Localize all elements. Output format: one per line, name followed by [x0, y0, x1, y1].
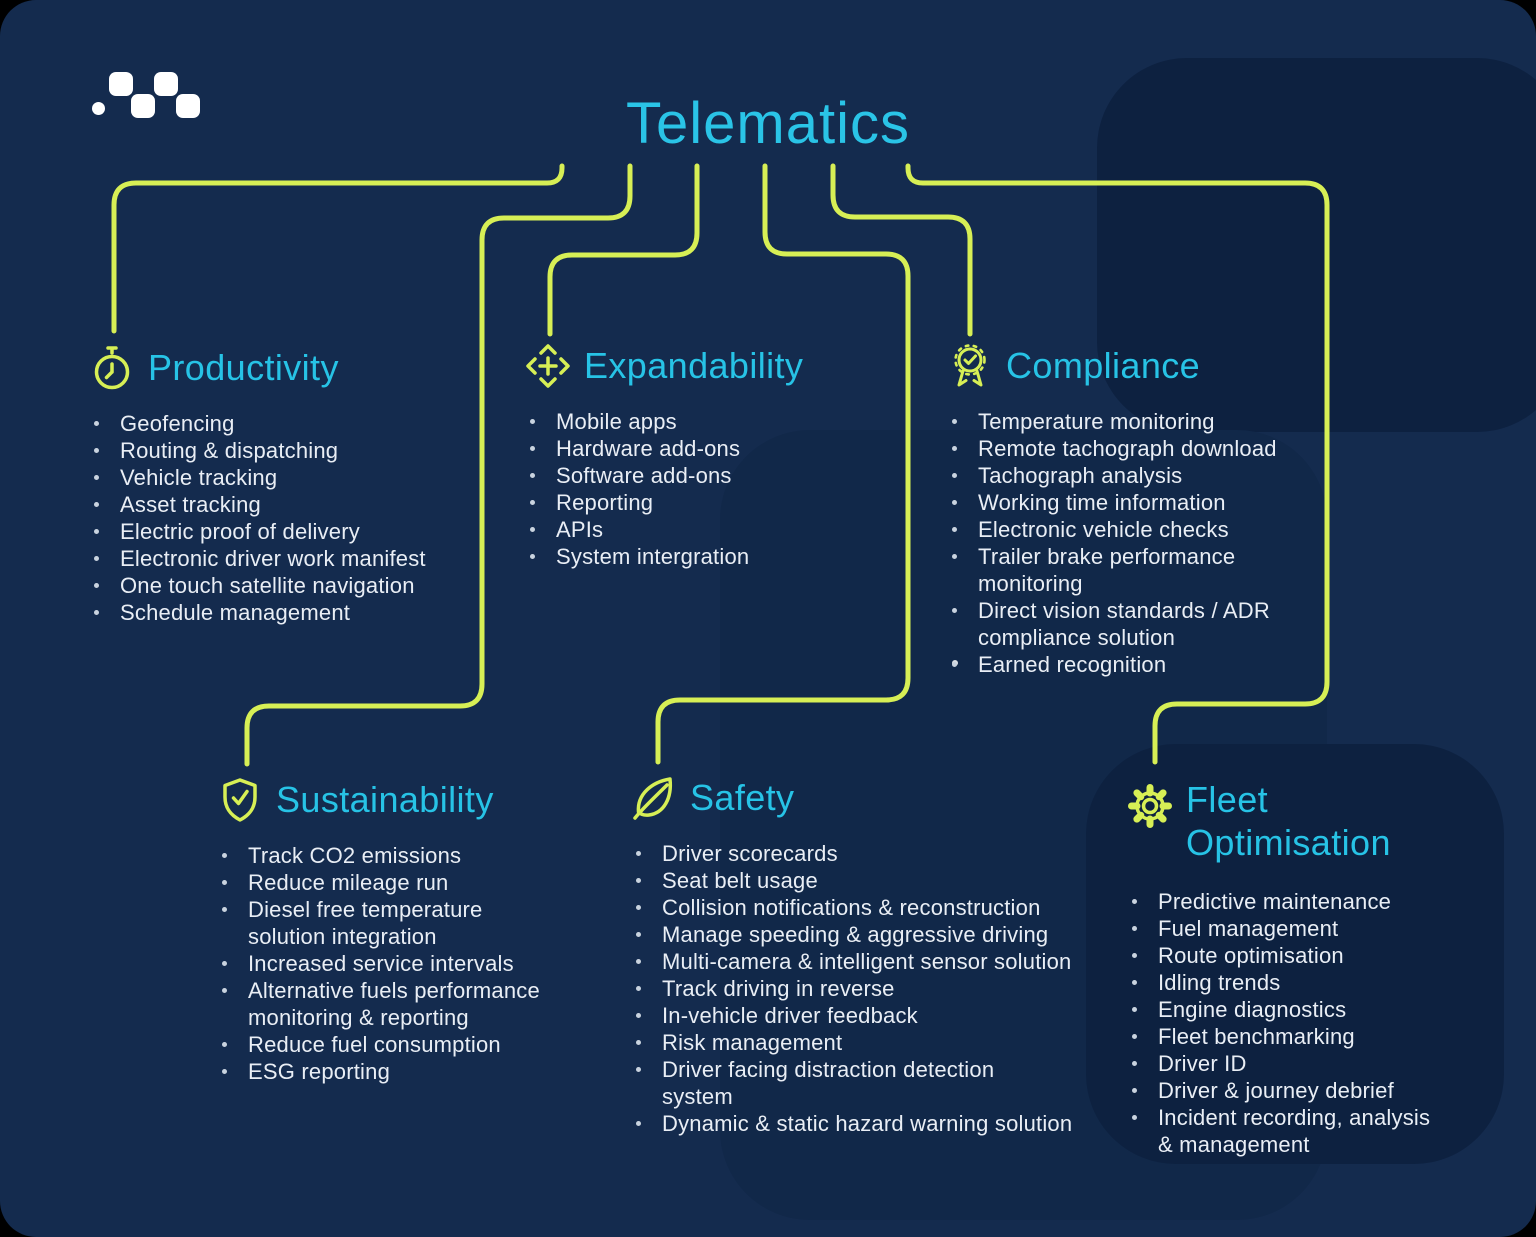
- section-compliance: Compliance Temperature monitoring Remote…: [944, 340, 1314, 678]
- list-item: Fleet benchmarking: [1124, 1023, 1474, 1050]
- connector-expandability: [547, 163, 700, 337]
- list-item: Track driving in reverse: [628, 975, 1118, 1002]
- connector-sustainability: [244, 163, 633, 767]
- list-item: Engine diagnostics: [1124, 996, 1474, 1023]
- logo-dot: [92, 102, 105, 115]
- list-item: Direct vision standards / ADR compliance…: [944, 597, 1314, 651]
- list-item: Seat belt usage: [628, 867, 1118, 894]
- list-item: Incident recording, analysis & managemen…: [1124, 1104, 1474, 1158]
- section-productivity: Productivity Geofencing Routing & dispat…: [86, 342, 476, 626]
- expandability-list: Mobile apps Hardware add-ons Software ad…: [522, 408, 902, 570]
- list-item: Hardware add-ons: [522, 435, 902, 462]
- list-item: Electronic driver work manifest: [86, 545, 476, 572]
- list-item: Geofencing: [86, 410, 476, 437]
- section-title-compliance: Compliance: [1006, 345, 1201, 386]
- list-item: Reporting: [522, 489, 902, 516]
- list-item: Routing & dispatching: [86, 437, 476, 464]
- list-item: Reduce fuel consumption: [214, 1031, 554, 1058]
- connector-productivity: [111, 163, 565, 334]
- list-item: Track CO2 emissions: [214, 842, 554, 869]
- section-title-safety: Safety: [690, 777, 795, 818]
- list-item: Fuel management: [1124, 915, 1474, 942]
- list-item: Multi-camera & intelligent sensor soluti…: [628, 948, 1118, 975]
- award-badge-icon: [954, 344, 986, 387]
- safety-list: Driver scorecards Seat belt usage Collis…: [628, 840, 1118, 1137]
- section-safety: Safety Driver scorecards Seat belt usage…: [628, 772, 1118, 1137]
- logo-square: [131, 94, 155, 118]
- list-item: Working time information: [944, 489, 1314, 516]
- section-title-productivity: Productivity: [148, 347, 339, 388]
- logo-square: [176, 94, 200, 118]
- list-item: In-vehicle driver feedback: [628, 1002, 1118, 1029]
- list-item: Increased service intervals: [214, 950, 554, 977]
- section-title-sustainability: Sustainability: [276, 779, 494, 820]
- list-item: One touch satellite navigation: [86, 572, 476, 599]
- page-title: Telematics: [626, 91, 910, 156]
- logo-square: [109, 72, 133, 96]
- list-item: Collision notifications & reconstruction: [628, 894, 1118, 921]
- list-item: Remote tachograph download: [944, 435, 1314, 462]
- list-item: Risk management: [628, 1029, 1118, 1056]
- gear-icon: [1128, 784, 1172, 828]
- section-title-expandability: Expandability: [584, 345, 804, 386]
- shield-check-icon: [223, 778, 257, 822]
- section-title-fleet-optimisation: Fleet Optimisation: [1186, 779, 1391, 863]
- list-item: System intergration: [522, 543, 902, 570]
- section-sustainability: Sustainability Track CO2 emissions Reduc…: [214, 774, 554, 1085]
- expand-arrows-icon: [526, 344, 570, 388]
- company-logo: [92, 66, 302, 126]
- list-item: Diesel free temperature solution integra…: [214, 896, 554, 950]
- connector-safety: [655, 163, 911, 765]
- list-item: ESG reporting: [214, 1058, 554, 1085]
- stopwatch-icon: [94, 346, 130, 390]
- list-item: Earned recognition: [944, 651, 1314, 678]
- list-item: Asset tracking: [86, 491, 476, 518]
- logo-square: [154, 72, 178, 96]
- list-item: Route optimisation: [1124, 942, 1474, 969]
- section-fleet-optimisation: Fleet Optimisation Predictive maintenanc…: [1124, 776, 1474, 1158]
- list-item: Software add-ons: [522, 462, 902, 489]
- list-item: Idling trends: [1124, 969, 1474, 996]
- compliance-list: Temperature monitoring Remote tachograph…: [944, 408, 1314, 678]
- list-item: Electric proof of delivery: [86, 518, 476, 545]
- list-item: Driver scorecards: [628, 840, 1118, 867]
- list-item: Temperature monitoring: [944, 408, 1314, 435]
- list-item: Alternative fuels performance monitoring…: [214, 977, 554, 1031]
- list-item: Manage speeding & aggressive driving: [628, 921, 1118, 948]
- list-item: Dynamic & static hazard warning solution: [628, 1110, 1118, 1137]
- productivity-list: Geofencing Routing & dispatching Vehicle…: [86, 410, 476, 626]
- list-item: Reduce mileage run: [214, 869, 554, 896]
- list-item: Driver ID: [1124, 1050, 1474, 1077]
- list-item: Trailer brake performance monitoring: [944, 543, 1314, 597]
- background-shape-top-right: [1097, 58, 1536, 432]
- list-item: Mobile apps: [522, 408, 902, 435]
- list-item: Electronic vehicle checks: [944, 516, 1314, 543]
- background-shape-bottom-right: [1086, 744, 1504, 1164]
- fleet-optimisation-list: Predictive maintenance Fuel management R…: [1124, 888, 1474, 1158]
- list-item: Tachograph analysis: [944, 462, 1314, 489]
- list-item: APIs: [522, 516, 902, 543]
- list-item: Predictive maintenance: [1124, 888, 1474, 915]
- list-item: Driver & journey debrief: [1124, 1077, 1474, 1104]
- sustainability-list: Track CO2 emissions Reduce mileage run D…: [214, 842, 554, 1085]
- connector-compliance: [830, 163, 973, 337]
- connector-fleet-optimisation: [905, 163, 1330, 765]
- section-expandability: Expandability Mobile apps Hardware add-o…: [522, 340, 902, 570]
- list-item: Driver facing distraction detection syst…: [628, 1056, 1118, 1110]
- list-item: Vehicle tracking: [86, 464, 476, 491]
- list-item: Schedule management: [86, 599, 476, 626]
- leaf-icon: [633, 777, 673, 820]
